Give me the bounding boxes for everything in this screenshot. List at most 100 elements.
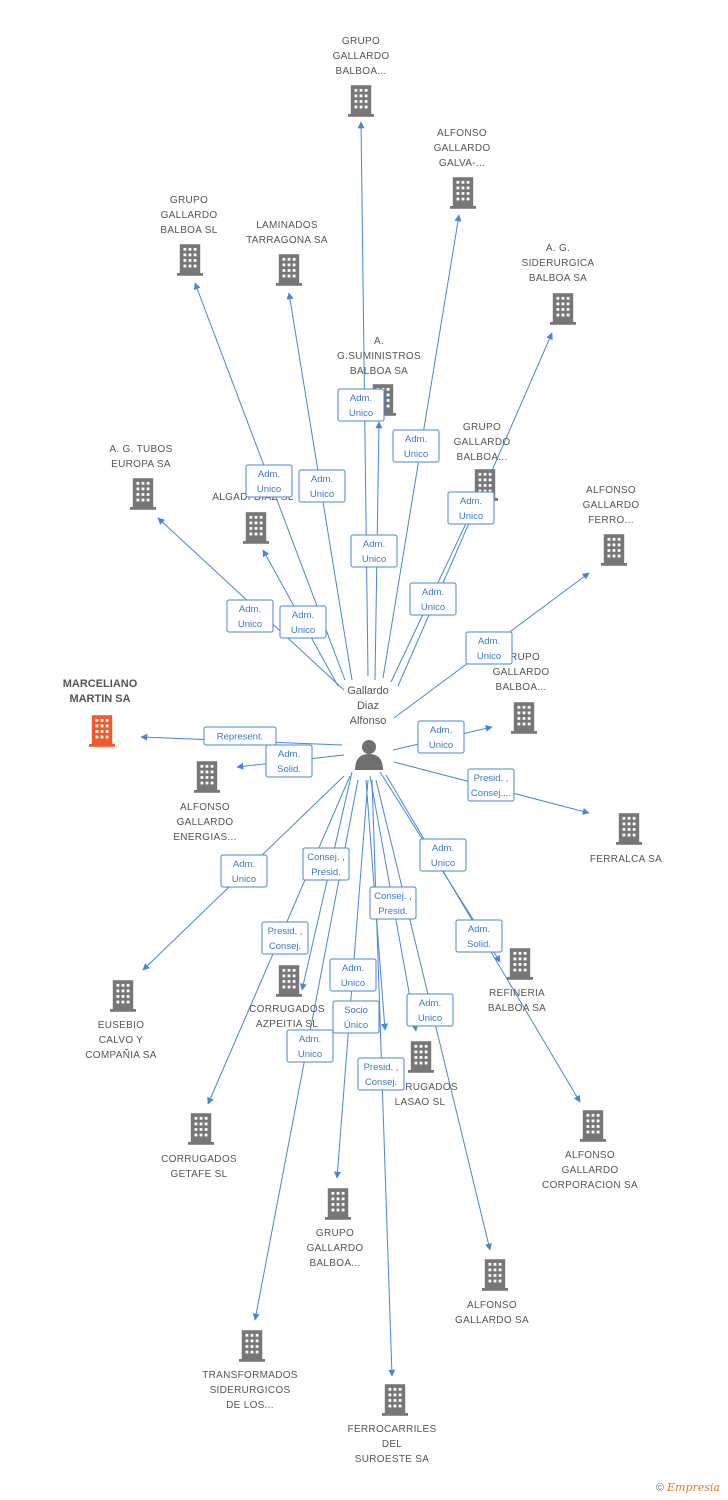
node-label-line: CORRUGADOS: [382, 1082, 458, 1093]
node-label-line: GRUPO: [316, 1228, 354, 1239]
brand-logo[interactable]: Empresia: [667, 1481, 720, 1494]
edge-label-n3[interactable]: Adm.Unico: [245, 464, 293, 498]
company-node[interactable]: GRUPOGALLARDOBALBOA...: [307, 1188, 364, 1269]
node-label-line: FERRALCA SA: [590, 854, 662, 865]
company-node[interactable]: ALGADI DIAZ SL: [212, 492, 294, 544]
node-label-line: DEL: [382, 1439, 402, 1450]
company-node[interactable]: GRUPOGALLARDOBALBOA...: [333, 36, 390, 117]
edge-label-n19[interactable]: Presid. ,Consej.: [261, 921, 309, 955]
edge-label-box: [286, 1029, 334, 1063]
edge-label-box: [226, 599, 274, 633]
edge-label-n7[interactable]: Adm.Unico: [409, 582, 457, 616]
edge-label-n1[interactable]: Adm.Unico: [337, 388, 385, 422]
edge-label-n14[interactable]: Presid. ,Consej....: [467, 768, 515, 802]
edge-label-n9[interactable]: Adm.Unico: [279, 605, 327, 639]
edge-label-n15[interactable]: Adm.Unico: [220, 854, 268, 888]
node-label-line: ALFONSO: [467, 1300, 517, 1311]
company-node[interactable]: ALFONSOGALLARDOENERGIAS...: [173, 761, 236, 843]
edge-label-text: Consej. ,: [374, 891, 412, 902]
edge-label-n17[interactable]: Adm. Solid.: [455, 919, 503, 953]
edge-label-box: [265, 744, 313, 778]
edge-label-n8[interactable]: Adm.Unico: [226, 599, 274, 633]
edge-label-n13[interactable]: Adm. Solid.: [265, 744, 313, 778]
edge-label-n20[interactable]: Adm.Unico: [419, 838, 467, 872]
edge-label-n24[interactable]: Presid. ,Consej.: [357, 1057, 405, 1091]
building-icon: [194, 761, 220, 793]
edge-label-text: Unico: [310, 489, 334, 500]
edge-label-n23[interactable]: Adm.Unico: [286, 1029, 334, 1063]
node-label-line: COMPAÑIA SA: [85, 1048, 156, 1061]
edge-label-n16[interactable]: Consej. ,Presid.: [302, 847, 350, 881]
edge-label-text: Unico: [404, 449, 428, 460]
edge-label-n18[interactable]: Adm.Unico: [406, 993, 454, 1027]
building-icon: [507, 948, 533, 980]
node-label-line: GALLARDO SA: [455, 1315, 529, 1326]
edge-label-n11[interactable]: Adm.Unico: [417, 720, 465, 754]
edge-label-box: [337, 388, 385, 422]
edge-label-text: Único: [344, 1020, 368, 1031]
building-icon: [482, 1259, 508, 1291]
edge-label-n12[interactable]: Represent.: [203, 726, 277, 746]
edge-label-box: [357, 1057, 405, 1091]
edge-label-box: [465, 631, 513, 665]
edge-label-text: Adm.: [233, 859, 255, 870]
edge-label-n6[interactable]: Adm.Unico: [350, 534, 398, 568]
building-icon: [601, 534, 627, 566]
node-label-line: DE LOS...: [226, 1400, 274, 1411]
edge-label-box: [447, 491, 495, 525]
node-label-line: BALBOA...: [309, 1258, 360, 1269]
node-label-line: GALVA-...: [439, 158, 485, 169]
node-label-line: TRANSFORMADOS: [202, 1370, 298, 1381]
edge-label-text: Consej. ,: [307, 852, 345, 863]
edge-label-text: Adm.: [311, 474, 333, 485]
building-icon: [348, 85, 374, 117]
edge-label-n21[interactable]: Adm.Unico: [329, 958, 377, 992]
edge-label-n5[interactable]: Adm.Unico: [447, 491, 495, 525]
edge-label-box: [220, 854, 268, 888]
node-label-line: GALLARDO: [454, 437, 511, 448]
edge-label-n4[interactable]: Adm. Unico: [298, 469, 346, 503]
company-node[interactable]: ALFONSO GALLARDO SA: [455, 1259, 529, 1326]
edge-label-text: Adm.: [478, 636, 500, 647]
company-node[interactable]: ALFONSOGALLARDOGALVA-...: [434, 128, 491, 209]
edge-label-n22[interactable]: Consej. ,Presid.: [369, 886, 417, 920]
edge-label-box: [203, 726, 277, 746]
center-person-node[interactable]: Gallardo Diaz Alfonso: [347, 685, 389, 770]
node-label-line: EUROPA SA: [111, 459, 171, 470]
company-node[interactable]: ALFONSOGALLARDOFERRO...: [583, 485, 640, 566]
edge-label-text: Unico: [429, 740, 453, 751]
building-icon: [239, 1330, 265, 1362]
company-node[interactable]: GRUPOGALLARDOBALBOA...: [493, 652, 550, 734]
node-label-line: BALBOA...: [495, 682, 546, 693]
edge-label-text: Solid.: [467, 939, 491, 950]
edge-label-text: Consej....: [471, 788, 511, 799]
edge-label-text: Adm.: [278, 749, 300, 760]
node-label-line: MARTIN SA: [69, 693, 130, 705]
edge-label-n10[interactable]: Adm.Unico: [465, 631, 513, 665]
company-node[interactable]: GRUPOGALLARDOBALBOA...: [454, 422, 511, 501]
edge-label-text: Adm.: [468, 924, 490, 935]
edge-label-text: Solid.: [277, 764, 301, 775]
edge-label-text: Adm.: [258, 469, 280, 480]
edge-label-text: Adm.: [405, 434, 427, 445]
edge-label-text: Adm.: [239, 604, 261, 615]
edge-label-n2[interactable]: Adm. Unico: [392, 429, 440, 463]
company-node[interactable]: FERRALCA SA: [590, 813, 662, 865]
node-label-line: GETAFE SL: [171, 1169, 228, 1180]
